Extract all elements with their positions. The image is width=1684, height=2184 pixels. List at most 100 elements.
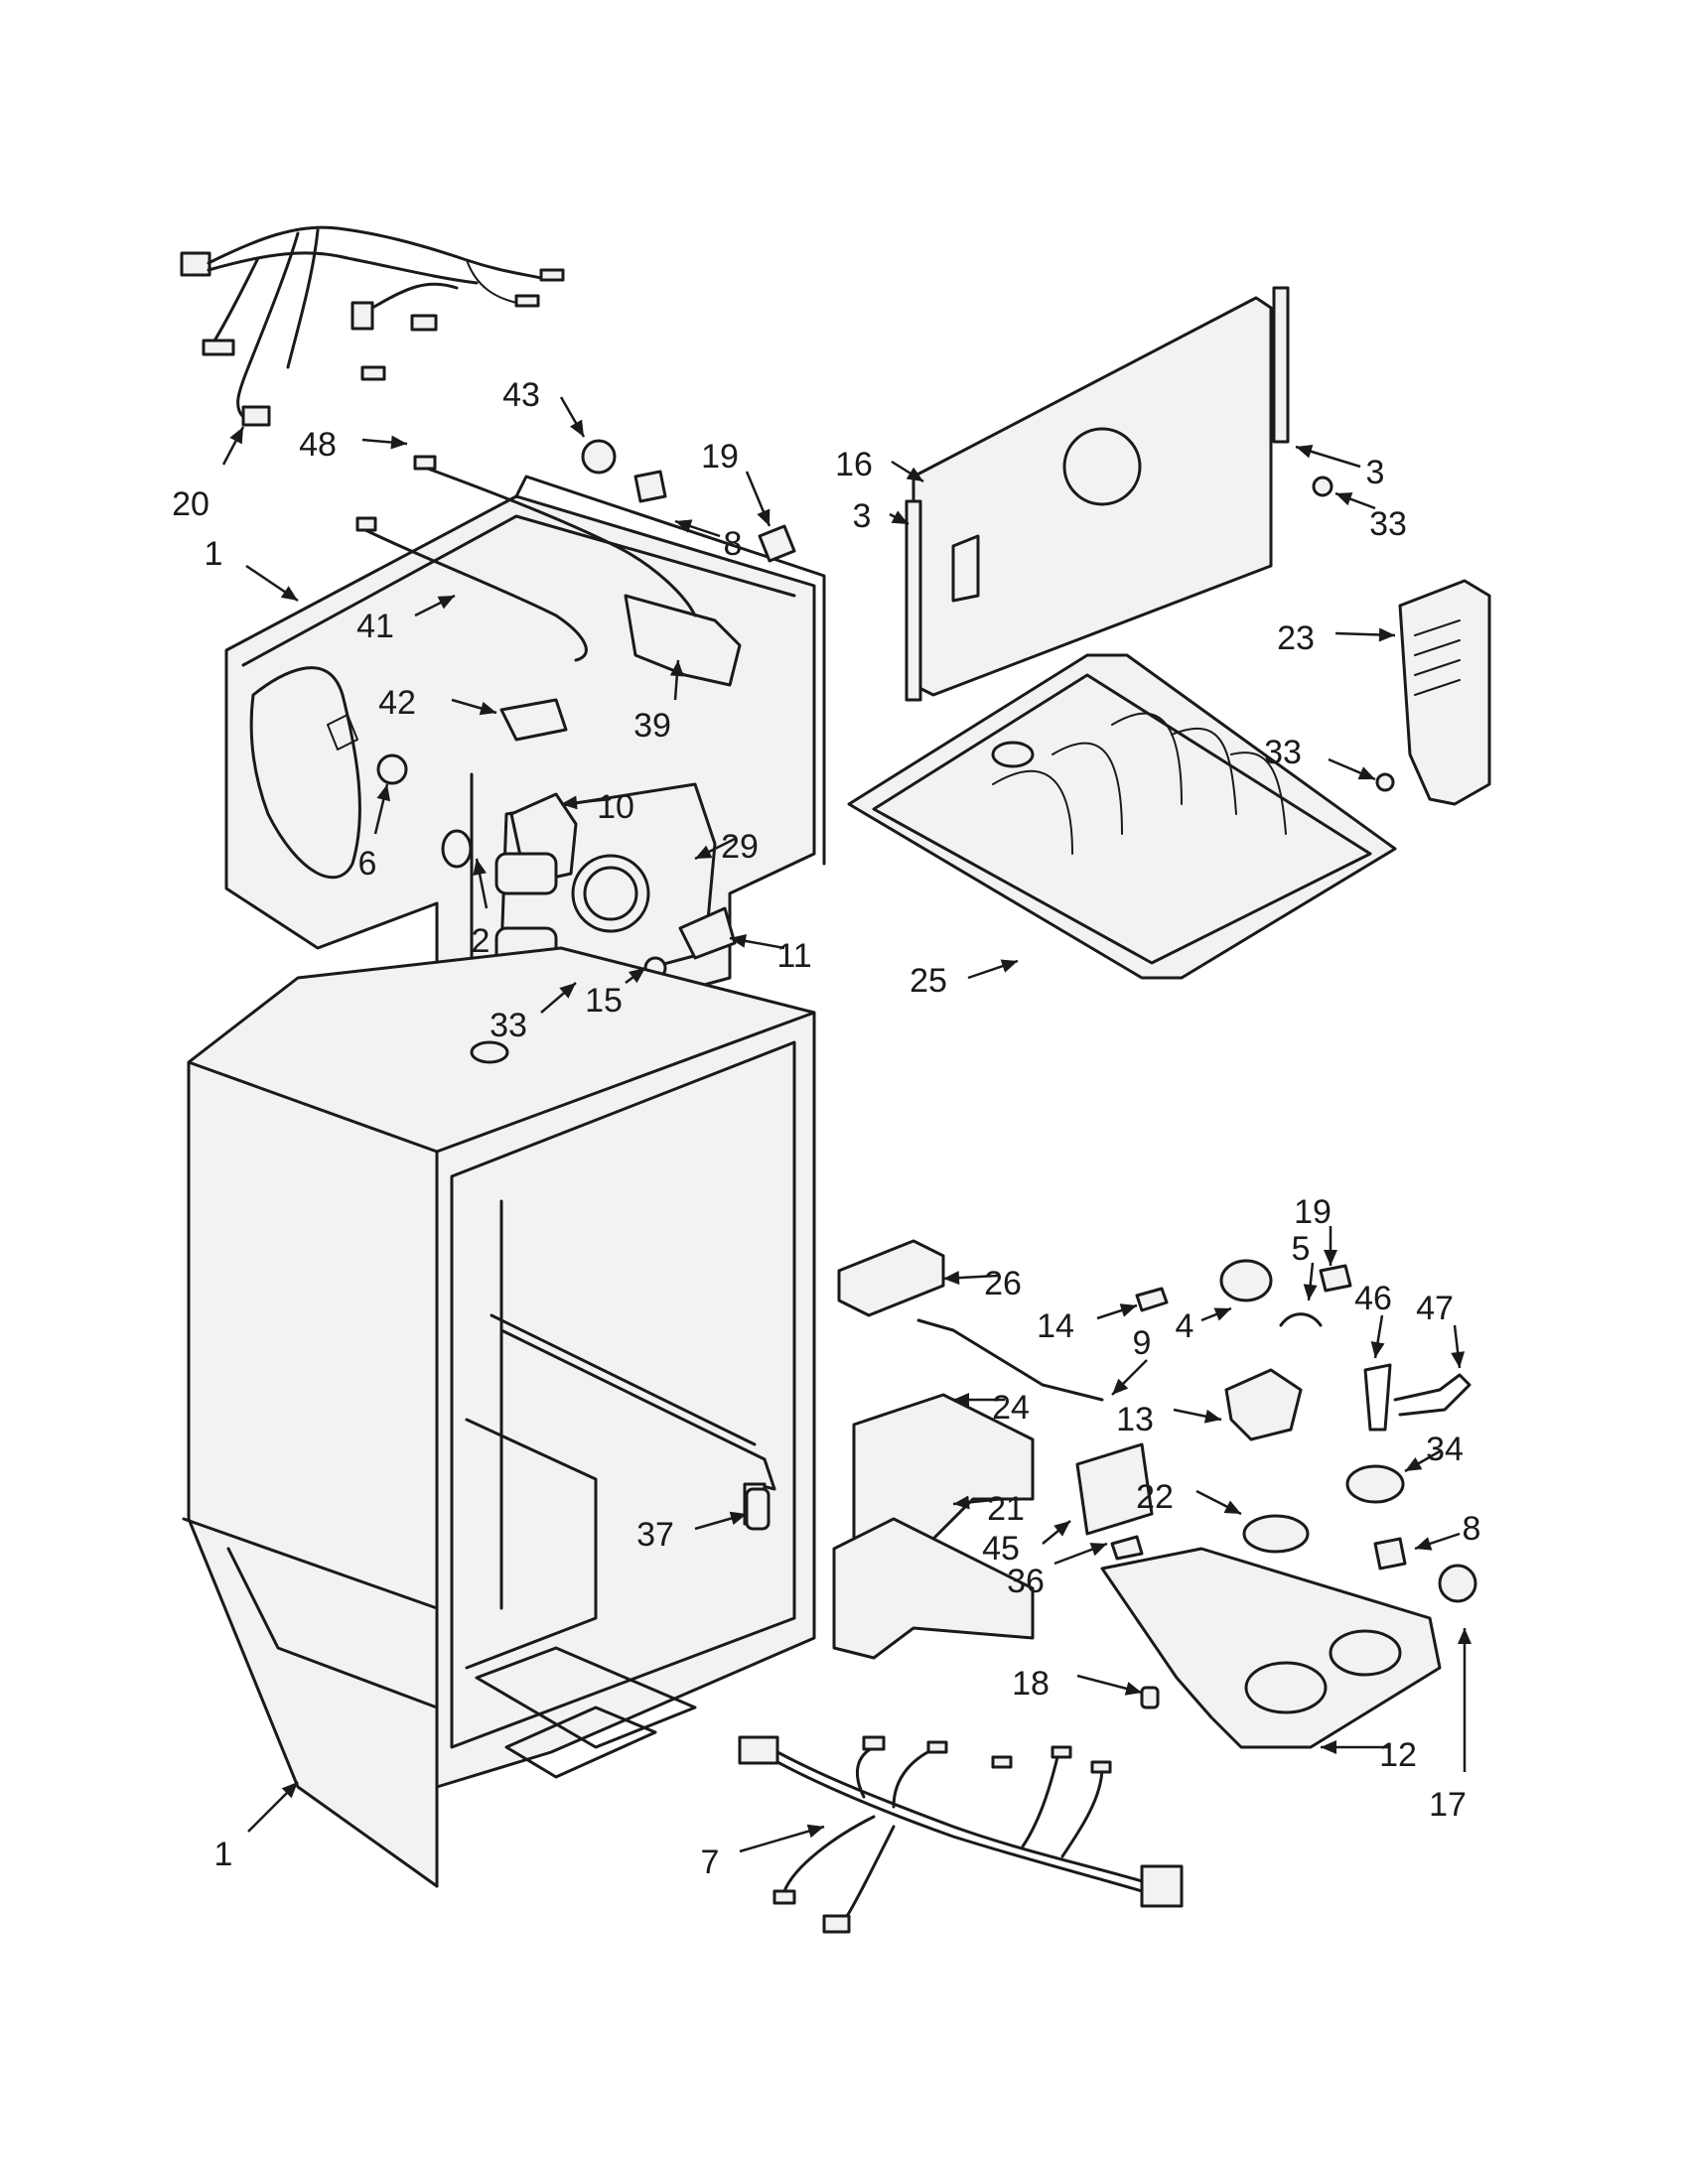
callout-c13: 13 — [1116, 1401, 1222, 1438]
arrowhead — [1119, 1303, 1137, 1317]
arrowhead — [1000, 959, 1018, 973]
arrowhead — [376, 784, 391, 802]
arrowhead — [1203, 1409, 1221, 1424]
arrowhead — [669, 660, 684, 677]
callout-c36: 36 — [1007, 1542, 1108, 1600]
callout-c42: 42 — [378, 684, 497, 722]
callout-c7: 7 — [701, 1824, 825, 1881]
arrowhead — [695, 845, 713, 859]
part-number-label: 3 — [1366, 454, 1385, 491]
arrowhead — [1321, 1740, 1336, 1754]
part-number-label: 4 — [1176, 1307, 1194, 1345]
arrowhead — [1378, 627, 1395, 642]
part-number-label: 20 — [172, 485, 210, 523]
part-number-label: 21 — [987, 1490, 1025, 1528]
callout-c47: 47 — [1416, 1290, 1466, 1369]
part-number-label: 1 — [214, 1836, 233, 1873]
arrowhead — [757, 508, 771, 526]
callout-c48: 48 — [299, 426, 408, 464]
part-number-label: 33 — [1369, 505, 1407, 543]
part-number-label: 19 — [701, 438, 739, 476]
callout-c34: 34 — [1404, 1431, 1464, 1473]
arrowhead — [953, 1393, 969, 1407]
arrowhead — [1112, 1378, 1129, 1395]
part-number-label: 25 — [910, 962, 947, 1000]
callout-c1a: 1 — [205, 535, 299, 603]
callout-c20: 20 — [172, 426, 245, 523]
callout-c45: 45 — [982, 1520, 1071, 1568]
arrowhead — [1370, 1341, 1385, 1358]
part-number-label: 24 — [992, 1389, 1030, 1427]
wire-harness-upper — [180, 225, 565, 427]
light-assembly-upper — [581, 439, 796, 563]
part-number-label: 7 — [701, 1843, 720, 1881]
arrowhead — [569, 419, 584, 437]
callout-c17: 17 — [1429, 1628, 1472, 1824]
part-number-label: 36 — [1007, 1563, 1045, 1600]
part-number-label: 19 — [1294, 1193, 1332, 1231]
arrowhead — [953, 1495, 970, 1510]
callout-c8b: 8 — [1414, 1510, 1481, 1551]
arrowhead — [806, 1824, 824, 1839]
arrowhead — [730, 933, 747, 948]
callout-c22: 22 — [1136, 1478, 1242, 1516]
arrowhead — [1405, 1456, 1423, 1471]
callout-c46: 46 — [1354, 1280, 1392, 1359]
callout-c37: 37 — [636, 1511, 748, 1554]
callout-c41: 41 — [356, 594, 456, 645]
arrowhead — [1451, 1351, 1466, 1368]
callout-c29: 29 — [694, 828, 759, 866]
arrowhead — [479, 701, 496, 716]
callout-c15: 15 — [585, 967, 646, 1020]
part-number-label: 10 — [597, 788, 634, 826]
callout-c12: 12 — [1321, 1736, 1417, 1774]
callout-c39: 39 — [633, 659, 684, 745]
wire-harness-lower — [738, 1735, 1184, 1934]
part-number-label: 43 — [502, 376, 540, 414]
part-number-label: 12 — [1379, 1736, 1417, 1774]
part-number-label: 46 — [1354, 1280, 1392, 1317]
arrowhead — [1296, 445, 1314, 459]
part-number-label: 9 — [1133, 1324, 1152, 1362]
arrowhead — [1223, 1500, 1241, 1514]
part-number-label: 23 — [1277, 619, 1315, 657]
part-number-label: 2 — [472, 922, 491, 960]
arrowhead — [1458, 1628, 1472, 1644]
callout-c33b: 33 — [1334, 491, 1407, 543]
callout-c9: 9 — [1111, 1324, 1152, 1396]
part-number-label: 47 — [1416, 1290, 1454, 1327]
callout-c43: 43 — [502, 376, 586, 438]
callout-c18: 18 — [1012, 1665, 1143, 1703]
part-number-label: 15 — [585, 982, 623, 1020]
part-number-label: 18 — [1012, 1665, 1050, 1703]
callout-c10: 10 — [560, 788, 634, 826]
part-number-label: 11 — [776, 937, 811, 975]
part-number-label: 5 — [1292, 1230, 1311, 1268]
arrowhead — [906, 467, 923, 481]
callout-c33c: 33 — [1264, 734, 1376, 781]
arrowhead — [729, 1511, 747, 1526]
part-number-label: 26 — [984, 1265, 1022, 1302]
arrowhead — [561, 795, 578, 810]
arrowhead — [473, 859, 488, 877]
air-duct — [1375, 579, 1491, 806]
part-number-label: 8 — [1463, 1510, 1481, 1548]
arrowhead — [1124, 1682, 1142, 1696]
arrowhead — [943, 1271, 960, 1286]
arrowhead — [280, 586, 298, 601]
arrowhead — [675, 519, 693, 533]
callout-c5: 5 — [1292, 1230, 1318, 1301]
arrowhead — [1089, 1543, 1107, 1557]
callout-c24: 24 — [953, 1389, 1030, 1427]
arrowhead — [229, 427, 243, 445]
part-number-label: 33 — [1264, 734, 1302, 771]
part-number-label: 8 — [724, 525, 743, 563]
part-number-label: 1 — [205, 535, 223, 573]
callout-c23: 23 — [1277, 619, 1396, 657]
back-panel — [905, 286, 1333, 702]
freezer-liner — [224, 455, 826, 1059]
arrowhead — [1303, 1284, 1318, 1300]
callout-c21: 21 — [952, 1490, 1025, 1528]
part-number-label: 45 — [982, 1530, 1020, 1568]
